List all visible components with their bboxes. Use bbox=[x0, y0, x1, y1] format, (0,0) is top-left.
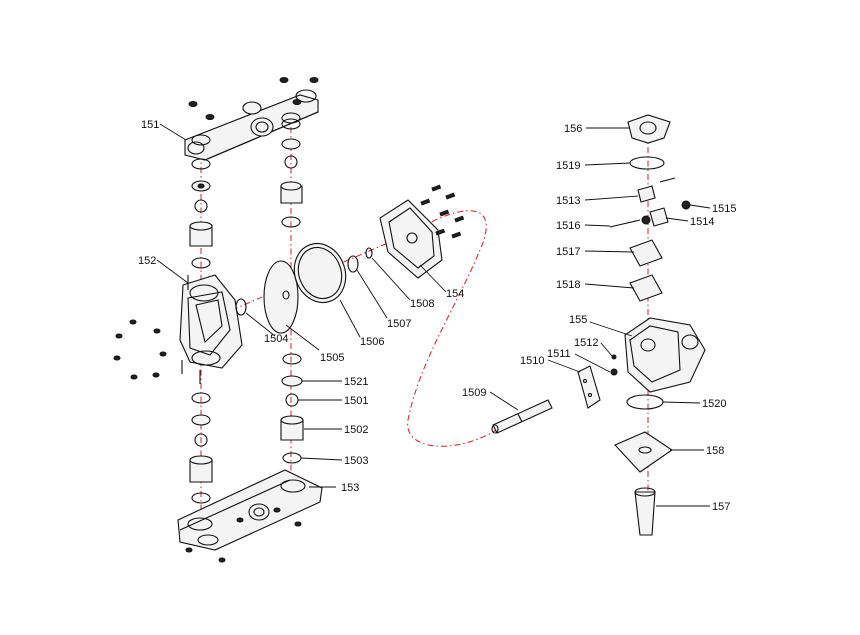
label-154: 154 bbox=[446, 288, 464, 300]
label-1501: 1501 bbox=[344, 395, 368, 407]
label-157: 157 bbox=[712, 501, 730, 513]
air-valve-assembly bbox=[609, 114, 706, 536]
label-1511: 1511 bbox=[547, 348, 571, 360]
diaphragm-group bbox=[235, 242, 373, 334]
label-1520: 1520 bbox=[702, 398, 726, 410]
label-156: 156 bbox=[564, 123, 582, 135]
upper-manifold bbox=[184, 77, 319, 161]
part-labels: 151 152 153 154 1504 1505 1506 1507 1508… bbox=[138, 119, 736, 513]
label-1508: 1508 bbox=[410, 298, 434, 310]
label-1506: 1506 bbox=[360, 336, 384, 348]
lower-manifold bbox=[177, 469, 323, 563]
label-1514: 1514 bbox=[690, 216, 714, 228]
axis-shaft-loop bbox=[407, 210, 511, 447]
label-153: 153 bbox=[341, 482, 359, 494]
label-1521: 1521 bbox=[344, 376, 368, 388]
label-1510: 1510 bbox=[520, 355, 544, 367]
label-1512: 1512 bbox=[574, 337, 598, 349]
label-1509: 1509 bbox=[462, 387, 486, 399]
left-upper-stack bbox=[189, 158, 213, 269]
label-152: 152 bbox=[138, 255, 156, 267]
label-1507: 1507 bbox=[387, 318, 411, 330]
label-1519: 1519 bbox=[556, 160, 580, 172]
label-1513: 1513 bbox=[556, 195, 580, 207]
leader-lines bbox=[156, 123, 711, 507]
pump-body bbox=[179, 274, 243, 384]
right-upper-stack bbox=[280, 118, 303, 228]
label-1515: 1515 bbox=[712, 203, 736, 215]
label-158: 158 bbox=[706, 445, 724, 457]
left-lower-stack bbox=[189, 392, 213, 504]
loose-nuts-left bbox=[113, 319, 167, 380]
label-155: 155 bbox=[569, 314, 587, 326]
label-1517: 1517 bbox=[556, 246, 580, 258]
label-151: 151 bbox=[141, 119, 159, 131]
air-chamber bbox=[379, 184, 465, 279]
label-1505: 1505 bbox=[320, 352, 344, 364]
label-1502: 1502 bbox=[344, 424, 368, 436]
label-1504: 1504 bbox=[264, 333, 288, 345]
label-1518: 1518 bbox=[556, 279, 580, 291]
label-1503: 1503 bbox=[344, 455, 368, 467]
right-lower-stack bbox=[280, 353, 304, 464]
shaft bbox=[491, 354, 618, 434]
label-1516: 1516 bbox=[556, 220, 580, 232]
